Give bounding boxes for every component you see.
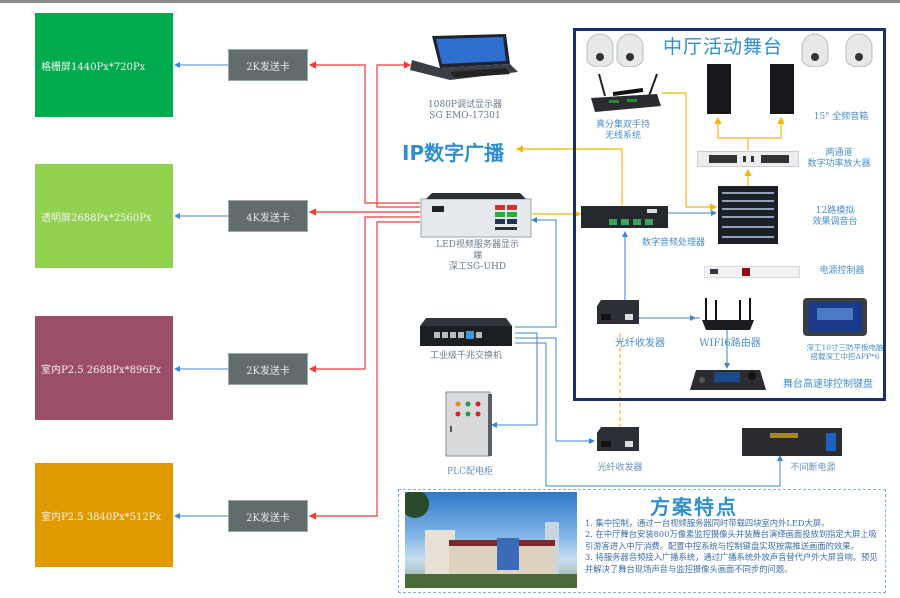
amplifier-label: 两通道 数字功率放大器 (798, 148, 880, 170)
debug-monitor-icon (410, 34, 518, 80)
ups-label: 不间断电源 (790, 463, 836, 473)
router-icon (702, 298, 754, 330)
debug-monitor-line1: 1080P调试显示器 (428, 100, 502, 110)
led-server-line1: LED视频服务器显示 (436, 240, 519, 250)
mixer-line2: 效果调音台 (812, 217, 858, 227)
features-panel (398, 489, 886, 593)
ptz-camera-icon-group-left (586, 33, 644, 67)
led-server-line3: 深工SG-UHD (448, 262, 507, 272)
sending-card-3: 2K发送卡 (228, 353, 308, 385)
ptz-camera-icon (801, 33, 829, 67)
screen-label: 室内P2.5 2688Px*896Px (41, 364, 162, 376)
mixer-label: 12路模拟 效果调音台 (800, 206, 870, 228)
ptz-camera-icon (616, 33, 644, 67)
tablet-icon (803, 298, 867, 336)
video-link-1 (308, 61, 420, 204)
audio-processor-icon (581, 206, 668, 228)
router-label: WIFI6路由器 (699, 338, 761, 349)
screen-transparent: 透明屏2688Px*2560Px (35, 164, 173, 268)
speaker-right-icon (770, 64, 794, 114)
audio-mic-mixer (662, 92, 718, 211)
stage-title: 中厅活动舞台 (663, 36, 784, 58)
screen-indoor-2688: 室内P2.5 2688Px*896Px (35, 316, 173, 420)
sending-card-4: 2K发送卡 (228, 500, 308, 532)
speakers-label: 15" 全频音箱 (813, 112, 869, 122)
led-server-icon (420, 193, 532, 238)
speaker-left-icon (707, 64, 731, 114)
screen-label: 室内P2.5 3840Px*512Px (41, 511, 162, 523)
feature-item: 2. 在中厅舞台安装800万像素监控摄像头并装舞台演绎画面投放到指定大屏上吸引游… (585, 529, 877, 551)
mixer-icon (718, 186, 778, 244)
mixer-line1: 12路模拟 (815, 206, 855, 216)
wireless-mic-label: 真分集双手持 无线系统 (588, 120, 658, 142)
ptz-camera-icon (845, 33, 873, 67)
debug-monitor-line2: SG EMO-17301 (429, 111, 501, 121)
ptz-camera-icon-group-right (801, 33, 873, 67)
power-controller-icon (704, 266, 800, 278)
net-switch-fiber (515, 337, 595, 444)
feature-item: 3. 将服务器音频接入广播系统，通过广播系统外放声音替代户外大屏音响。预见并解决… (585, 552, 878, 574)
ptz-camera-icon (586, 33, 614, 67)
led-server-label: LED视频服务器显示 端 深工SG-UHD (430, 240, 525, 273)
screen-label: 透明屏2688Px*2560Px (41, 212, 152, 224)
stage-area (573, 28, 886, 401)
screen-indoor-3840: 室内P2.5 3840Px*512Px (35, 463, 173, 567)
wireless-mic-icon (591, 73, 661, 112)
debug-monitor-label: 1080P调试显示器 SG EMO-17301 (420, 100, 510, 122)
features-title: 方案特点 (650, 495, 738, 519)
top-border (0, 0, 900, 3)
net-switch-plc (491, 332, 538, 428)
wireless-mic-line2: 无线系统 (604, 131, 641, 141)
sending-card-1: 2K发送卡 (228, 49, 308, 81)
led-server-line2: 端 (472, 251, 482, 261)
tablet-line2: 搭载深工中控APP*6 (810, 352, 880, 361)
fiber-transceiver-icon (597, 300, 639, 324)
sending-card-2: 4K发送卡 (228, 200, 308, 232)
audio-processor-label: 数字音频处理器 (641, 238, 705, 248)
screen-label: 格栅屏1440Px*720Px (41, 61, 146, 73)
switch-label: 工业级千兆交换机 (429, 351, 502, 361)
audio-proc-broadcast (515, 145, 623, 205)
features-list: 1. 集中控制，通过一台视频服务器同时带载四块室内外LED大屏。 2. 在中厅舞… (585, 518, 881, 575)
plc-cabinet-icon (445, 391, 492, 457)
power-controller-label: 电源控制器 (819, 266, 865, 276)
video-link-4 (308, 221, 420, 520)
amplifier-icon (697, 151, 799, 167)
fiber-transceiver-label: 光纤收发器 (615, 338, 665, 349)
video-link-debug (376, 61, 420, 208)
tablet-line1: 深工10寸三防平板电脑 (806, 343, 884, 352)
ptz-keyboard-icon (690, 370, 766, 390)
amplifier-line1: 两通道 (825, 148, 853, 158)
amplifier-line2: 数字功率放大器 (807, 159, 871, 169)
ptz-keyboard-label: 舞台高速球控制键盘 (783, 379, 873, 390)
net-switch-ups (515, 342, 783, 487)
building-illustration-icon (405, 492, 577, 588)
switch-icon (420, 318, 512, 346)
fiber-transceiver-outer-icon (597, 427, 639, 451)
tablet-label: 深工10寸三防平板电脑 搭载深工中控APP*6 (805, 343, 885, 361)
video-link-3 (308, 216, 420, 373)
fiber-transceiver-outer-label: 光纤收发器 (597, 463, 643, 473)
audio-amp-spk2 (748, 116, 785, 139)
feature-item: 1. 集中控制，通过一台视频服务器同时带载四块室内外LED大屏。 (585, 518, 830, 528)
net-switch-server (515, 217, 557, 328)
screen-grille: 格栅屏1440Px*720Px (35, 13, 173, 117)
ip-broadcast-title: IP数字广播 (402, 141, 505, 165)
ups-icon (742, 428, 842, 456)
plc-cabinet-label: PLC配电柜 (447, 467, 493, 477)
wireless-mic-line1: 真分集双手持 (595, 120, 650, 130)
building-photo (405, 492, 577, 588)
audio-amp-spk1 (714, 116, 749, 150)
